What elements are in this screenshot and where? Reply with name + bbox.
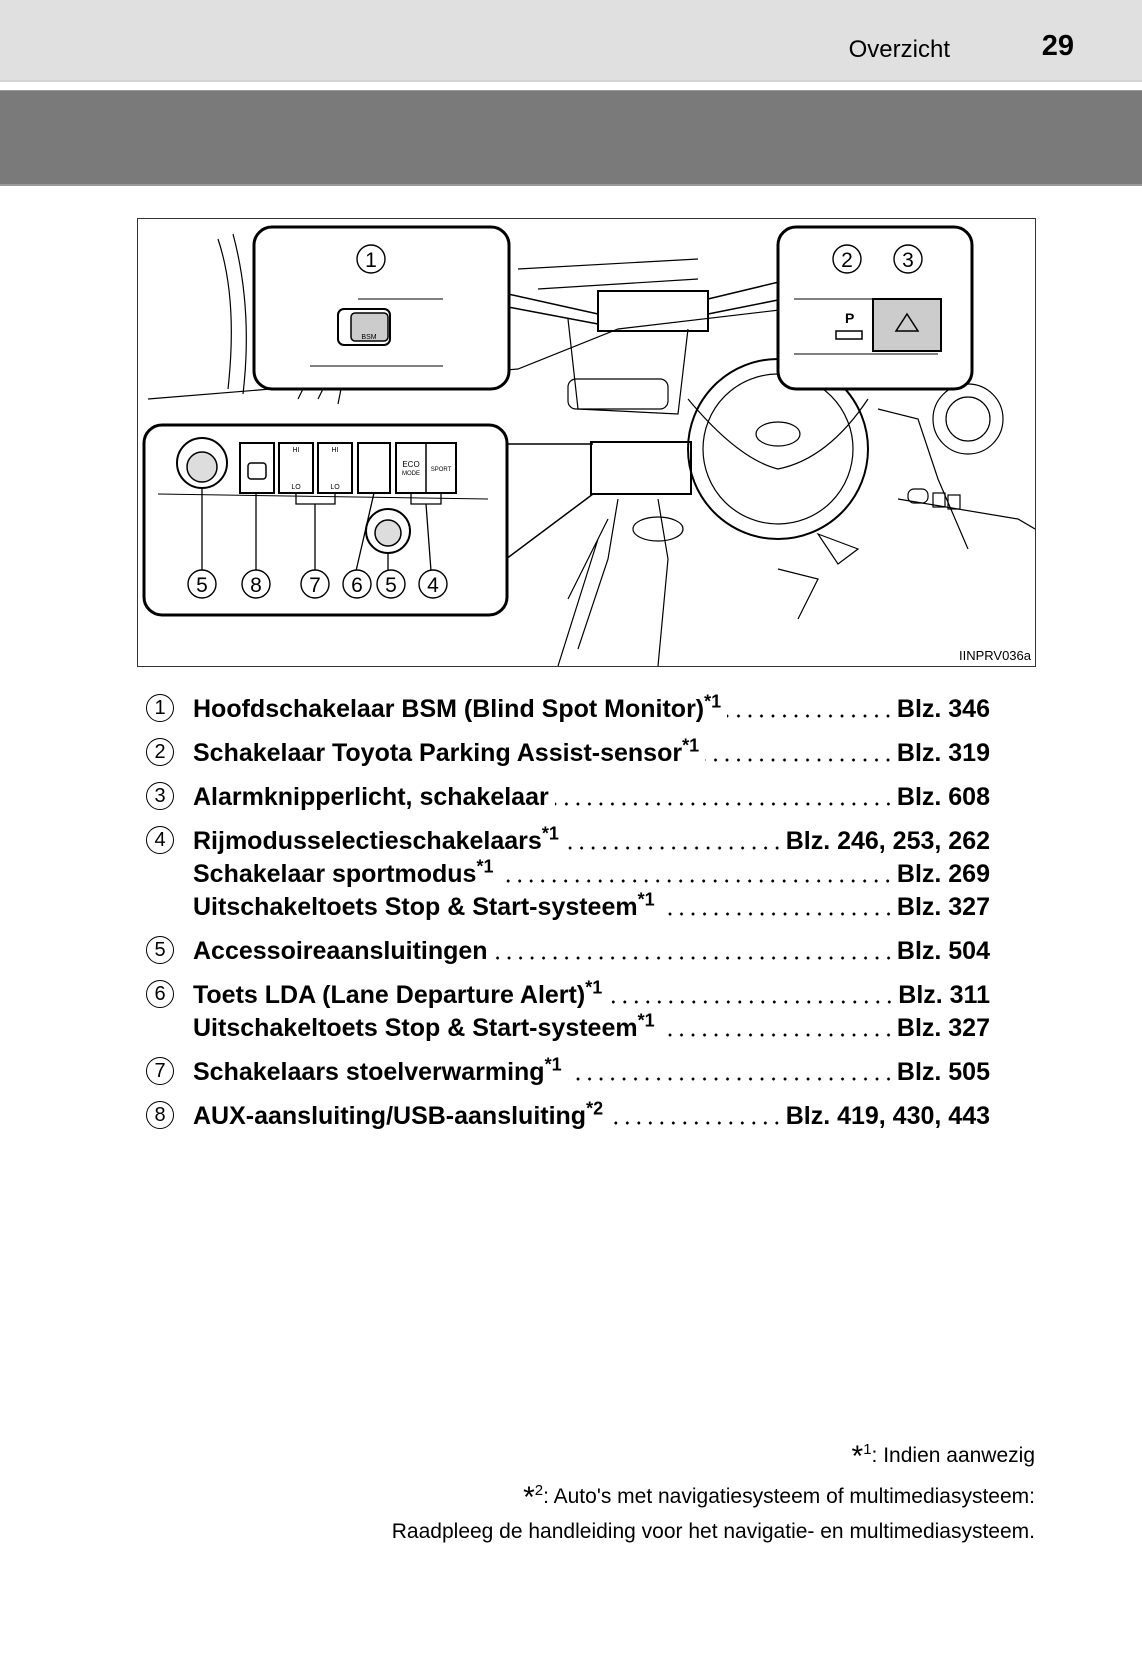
callout-6: 6: [351, 574, 363, 597]
dot-leader: [609, 1120, 783, 1126]
dot-leader: [727, 713, 894, 719]
item-note: *1: [637, 889, 655, 910]
list-item: 5 Accessoireaansluitingen Blz. 504: [146, 922, 990, 966]
page-reference: Blz. 419, 430, 443: [785, 1102, 990, 1130]
dot-leader: [554, 801, 894, 807]
item-note: *1: [585, 977, 603, 998]
page-header: Overzicht 29: [0, 0, 1142, 82]
item-name: Uitschakeltoets Stop & Start-systeem: [193, 1014, 638, 1042]
eco-mode-sub-label: MODE: [402, 471, 420, 477]
dot-leader: [564, 845, 783, 851]
page-reference: Blz. 608: [896, 783, 990, 811]
item-note: *1: [637, 1010, 655, 1031]
dot-leader: [608, 999, 896, 1005]
page-reference: Blz. 327: [896, 893, 990, 921]
page-reference: Blz. 327: [896, 1014, 990, 1042]
item-note: *1: [476, 856, 494, 877]
footnote-2-continued: Raadpleeg de handleiding voor het naviga…: [391, 1520, 1035, 1543]
page-reference: Blz. 246, 253, 262: [785, 827, 990, 855]
dashboard-illustration: BSM 1 P 2 3 HI LO HI LO ECO MODE SPORT: [137, 218, 1036, 667]
list-item: 8 AUX-aansluiting/USB-aansluiting*2 Blz. 4…: [146, 1087, 990, 1131]
list-item: 3 Alarmknipperlicht, schakelaar Blz. 608: [146, 768, 990, 812]
dot-leader: [660, 911, 894, 917]
callout-3: 3: [902, 249, 914, 272]
item-number: 8: [146, 1101, 174, 1129]
seat-heat-hi-label: HI: [293, 447, 300, 454]
footnote-text: : Indien aanwezig: [871, 1444, 1035, 1467]
parking-switch-label: P: [845, 310, 854, 326]
footnote-2: *2: Auto's met navigatiesysteem of multi…: [523, 1481, 1035, 1515]
page-reference: Blz. 505: [896, 1058, 990, 1086]
dot-leader: [499, 878, 894, 884]
callout-8: 8: [250, 574, 262, 597]
list-item: Schakelaar sportmodus*1 Blz. 269: [146, 856, 990, 889]
callout-box-lower-switches: HI LO HI LO ECO MODE SPORT 5 8 7 6 5 4: [142, 423, 594, 617]
item-number: 3: [146, 782, 174, 810]
page-reference: Blz. 269: [896, 860, 990, 888]
dot-leader: [705, 757, 894, 763]
bsm-switch-label: BSM: [361, 334, 376, 341]
item-number: 7: [146, 1057, 174, 1085]
callout-7: 7: [309, 574, 321, 597]
list-item: 2 Schakelaar Toyota Parking Assist-sensor…: [146, 724, 990, 768]
list-item: 7 Schakelaars stoelverwarming*1 Blz. 505: [146, 1043, 990, 1087]
footnote-mark: *: [851, 1440, 864, 1473]
item-name: Alarmknipperlicht, schakelaar: [193, 783, 549, 811]
page-reference: Blz. 346: [896, 695, 990, 723]
item-name: AUX-aansluiting/USB-aansluiting: [193, 1102, 587, 1130]
footnote-number: 1: [863, 1441, 872, 1458]
dot-leader: [660, 1032, 894, 1038]
section-title: Overzicht: [848, 36, 950, 63]
seat-heat-hi-label: HI: [332, 447, 339, 454]
callout-box-parking-hazard: P 2 3: [707, 225, 974, 391]
item-number: 4: [146, 826, 174, 854]
list-item: Uitschakeltoets Stop & Start-systeem*1 Bl…: [146, 1010, 990, 1043]
item-number: 6: [146, 980, 174, 1008]
list-item: Uitschakeltoets Stop & Start-systeem*1 Bl…: [146, 889, 990, 922]
page-reference: Blz. 311: [898, 981, 990, 1009]
page-reference: Blz. 319: [896, 739, 990, 767]
item-note: *1: [704, 691, 722, 712]
item-name: Accessoireaansluitingen: [193, 937, 488, 965]
list-item: 6 Toets LDA (Lane Departure Alert)*1 Blz. …: [146, 966, 990, 1010]
callout-box-bsm: BSM 1: [252, 225, 599, 391]
item-name: Uitschakeltoets Stop & Start-systeem: [193, 893, 638, 921]
component-list: 1 Hoofdschakelaar BSM (Blind Spot Monitor…: [146, 680, 990, 1131]
dot-leader: [493, 955, 894, 961]
seat-heat-lo-label: LO: [291, 484, 301, 491]
page-number: 29: [1041, 30, 1074, 62]
footnote-number: 2: [534, 1482, 544, 1499]
item-note: *2: [586, 1098, 604, 1119]
list-item: 4 Rijmodusselectieschakelaars*1 Blz. 246, …: [146, 812, 990, 856]
dashboard-drawing: [147, 233, 1035, 666]
item-name: Schakelaars stoelverwarming: [193, 1058, 545, 1086]
eco-mode-label: ECO: [402, 460, 419, 469]
sport-mode-label: SPORT: [431, 467, 452, 473]
item-name: Rijmodusselectieschakelaars: [193, 827, 542, 855]
callout-5: 5: [196, 574, 208, 597]
footnote-text: : Auto's met navigatiesysteem of multime…: [543, 1485, 1035, 1508]
item-name: Schakelaar sportmodus: [193, 860, 477, 888]
footnote-mark: *: [523, 1481, 535, 1514]
item-name: Hoofdschakelaar BSM (Blind Spot Monitor): [193, 695, 705, 723]
item-name: Schakelaar Toyota Parking Assist-sensor: [193, 739, 683, 767]
seat-heat-lo-label: LO: [330, 484, 340, 491]
figure-code: IINPRV036a: [958, 648, 1031, 663]
item-number: 2: [146, 738, 174, 766]
list-item: 1 Hoofdschakelaar BSM (Blind Spot Monitor…: [146, 680, 990, 724]
page-reference: Blz. 504: [896, 937, 990, 965]
header-band: [0, 90, 1142, 186]
item-note: *1: [541, 823, 559, 844]
callout-1: 1: [365, 249, 377, 272]
callout-2: 2: [841, 249, 853, 272]
callout-4: 4: [427, 574, 439, 597]
item-name: Toets LDA (Lane Departure Alert): [193, 981, 586, 1009]
item-note: *1: [544, 1054, 562, 1075]
callout-5b: 5: [385, 574, 397, 597]
item-number: 5: [146, 936, 174, 964]
item-note: *1: [682, 735, 700, 756]
item-number: 1: [146, 694, 174, 722]
dot-leader: [567, 1076, 894, 1082]
footnote-1: *1: Indien aanwezig: [852, 1440, 1035, 1474]
